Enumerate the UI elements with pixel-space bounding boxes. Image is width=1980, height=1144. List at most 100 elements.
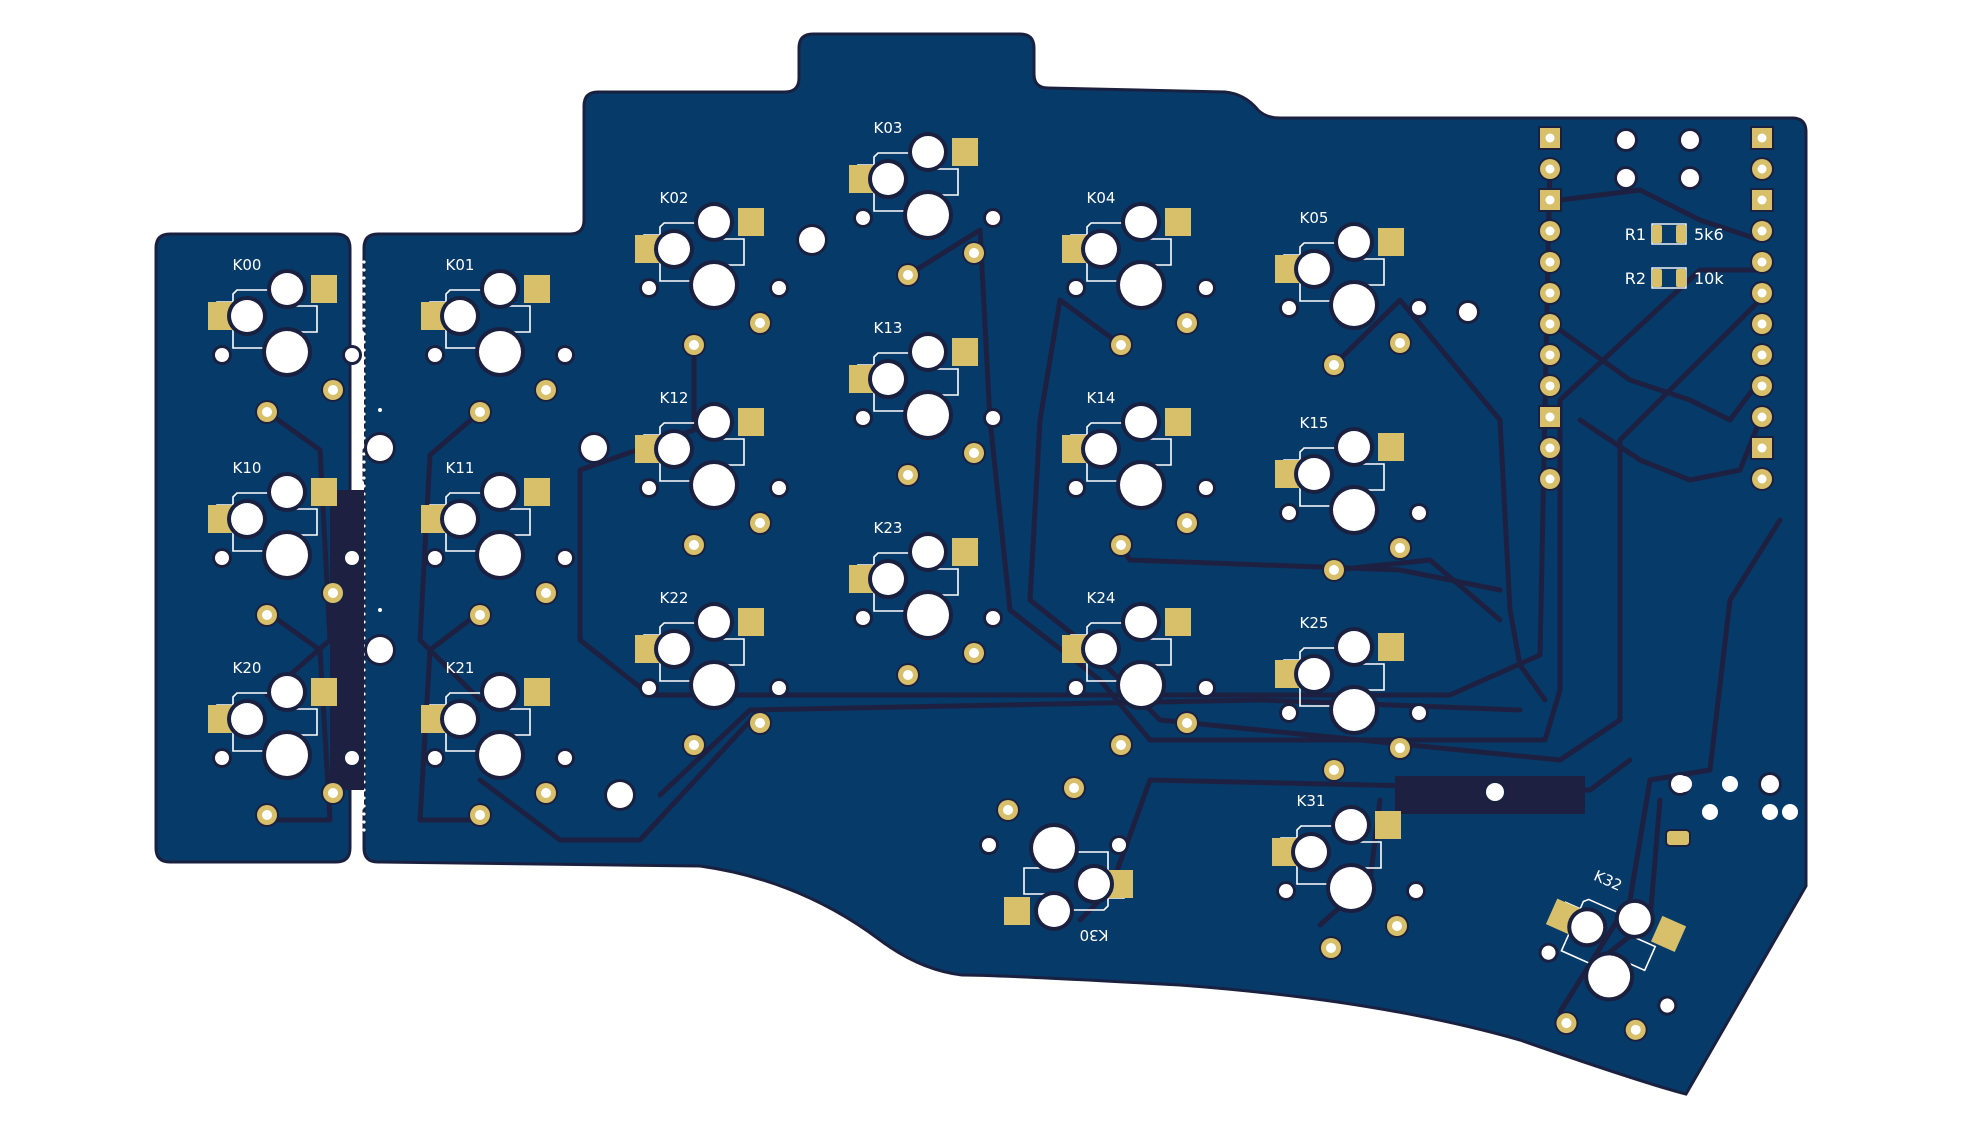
solder-pad — [1165, 608, 1191, 636]
switch-label: K12 — [660, 389, 689, 407]
copper-trace — [1577, 417, 1763, 483]
center-hole — [1120, 664, 1162, 706]
switch-label: K15 — [1300, 414, 1329, 432]
peg-hole — [772, 681, 786, 695]
solder-pad — [738, 608, 764, 636]
pin-hole — [271, 476, 303, 508]
mcu-header-pin — [1538, 250, 1562, 274]
copper-trace — [657, 697, 1523, 798]
center-hole — [1333, 284, 1375, 326]
peg-hole — [428, 551, 442, 565]
mouse-bite-hole — [362, 460, 366, 464]
peg-hole — [1541, 945, 1556, 960]
center-hole — [1033, 827, 1075, 869]
switch-label: K00 — [233, 256, 262, 274]
pin-hole — [271, 273, 303, 305]
peg-hole — [1412, 706, 1426, 720]
peg-hole — [1199, 281, 1213, 295]
peg-hole — [1069, 481, 1083, 495]
mouse-bite-hole — [362, 812, 366, 816]
peg-hole — [345, 348, 359, 362]
mounting-hole — [1681, 131, 1699, 149]
pin-hole — [912, 536, 944, 568]
pin-hole — [1125, 406, 1157, 438]
mouse-bite-hole — [362, 828, 366, 832]
mcu-header-pin — [1750, 219, 1774, 243]
via-hole — [378, 408, 382, 412]
mcu-header-pin — [1538, 343, 1562, 367]
center-hole — [907, 194, 949, 236]
peg-hole — [856, 211, 870, 225]
pin-hole — [872, 363, 904, 395]
mcu-header-pin — [1750, 343, 1774, 367]
peg-hole — [215, 751, 229, 765]
pin-hole — [1298, 658, 1330, 690]
peg-hole — [1282, 706, 1296, 720]
switch-label: K25 — [1300, 614, 1329, 632]
peg-hole — [856, 411, 870, 425]
pin-hole — [1338, 226, 1370, 258]
pin-hole — [698, 206, 730, 238]
via-hole — [1676, 776, 1692, 792]
mouse-bite-hole — [362, 276, 366, 280]
peg-hole — [642, 681, 656, 695]
key-switch-k01: K01 — [421, 256, 575, 424]
copper-trace — [264, 409, 333, 698]
center-hole — [1120, 264, 1162, 306]
peg-hole — [1199, 681, 1213, 695]
key-switch-k24: K24 — [1062, 589, 1216, 757]
pin-hole — [1078, 868, 1110, 900]
resistor-ref: R1 — [1625, 225, 1646, 244]
pin-hole — [231, 703, 263, 735]
switch-label: K03 — [874, 119, 903, 137]
peg-hole — [428, 348, 442, 362]
mcu-header-pin — [1750, 250, 1774, 274]
mcu-header-pin — [1538, 312, 1562, 336]
mouse-bite-hole — [362, 452, 366, 456]
peg-hole — [1412, 301, 1426, 315]
peg-hole — [986, 211, 1000, 225]
switch-label: K14 — [1087, 389, 1116, 407]
center-hole — [1120, 464, 1162, 506]
mounting-hole — [799, 227, 825, 253]
switch-label: K30 — [1080, 926, 1109, 944]
peg-hole — [1412, 506, 1426, 520]
via-hole — [1722, 776, 1738, 792]
mounting-hole — [581, 435, 607, 461]
pin-hole — [1125, 606, 1157, 638]
solder-pad — [1650, 915, 1687, 952]
mcu-header-pin — [1750, 467, 1774, 491]
pin-hole — [444, 703, 476, 735]
peg-hole — [642, 281, 656, 295]
key-switch-k05: K05 — [1275, 209, 1429, 377]
mounting-hole — [367, 435, 393, 461]
solder-pad — [311, 678, 337, 706]
peg-hole — [1069, 281, 1083, 295]
mcu-header-pin — [1750, 405, 1774, 429]
peg-hole — [345, 551, 359, 565]
solder-pad — [1004, 897, 1030, 925]
via-hole — [1782, 804, 1798, 820]
pin-hole — [444, 300, 476, 332]
mouse-bite-hole — [362, 260, 366, 264]
pin-hole — [1298, 253, 1330, 285]
peg-hole — [642, 481, 656, 495]
mcu-header-pin — [1750, 374, 1774, 398]
center-hole — [1333, 489, 1375, 531]
copper-trace — [477, 707, 763, 843]
solder-pad — [1676, 269, 1686, 287]
pin-hole — [484, 476, 516, 508]
key-switch-k31: K31 — [1272, 792, 1426, 960]
switch-label: K01 — [446, 256, 475, 274]
copper-trace — [264, 609, 333, 823]
solder-pad — [738, 408, 764, 436]
mcu-header-pin — [1750, 312, 1774, 336]
switch-label: K24 — [1087, 589, 1116, 607]
switch-label: K22 — [660, 589, 689, 607]
solder-pad — [952, 138, 978, 166]
peg-hole — [986, 411, 1000, 425]
key-switch-k25: K25 — [1275, 614, 1429, 782]
peg-hole — [1112, 838, 1126, 852]
via-hole — [1762, 804, 1778, 820]
